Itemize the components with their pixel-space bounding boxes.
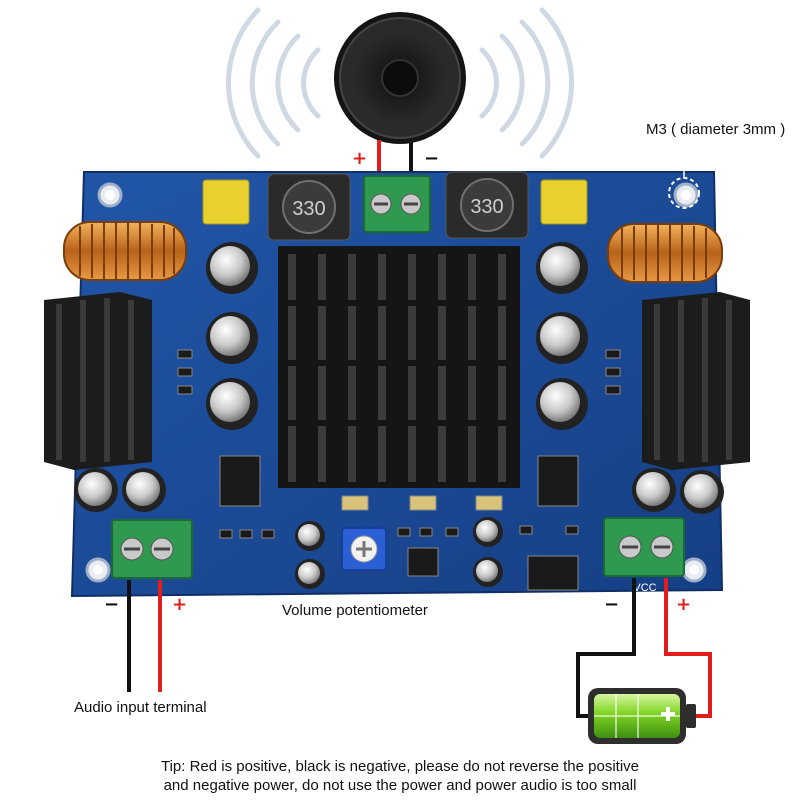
side-heatsink — [642, 292, 750, 470]
potentiometer-label: Volume potentiometer — [282, 602, 428, 619]
power-positive-wire — [664, 578, 712, 718]
toroid-coil — [607, 223, 723, 283]
tip-line-1: Tip: Red is positive, black is negative,… — [160, 758, 640, 775]
audio-minus-sign: − — [104, 594, 120, 615]
electrolytic-capacitor — [74, 242, 724, 589]
film-capacitor — [202, 179, 250, 225]
mount-hole-label: M3 ( diameter 3mm ) — [646, 121, 786, 138]
side-heatsink — [44, 292, 152, 470]
smd-components — [177, 349, 621, 591]
sound-waves-icon — [226, 7, 574, 159]
amplifier-board: 330 330 — [44, 171, 750, 598]
audio-input-label: Audio input terminal — [74, 699, 207, 716]
mount-hole-callout — [668, 140, 700, 209]
battery-icon — [588, 688, 696, 744]
power-terminal-block — [603, 517, 685, 577]
inductor-value-text: 330 — [470, 196, 503, 218]
tip-line-2: and negative power, do not use the power… — [163, 777, 637, 794]
power-minus-sign: − — [604, 594, 620, 615]
speaker-icon — [226, 7, 574, 159]
mounting-hole-icon — [85, 182, 707, 583]
power-plus-sign: + — [676, 594, 692, 615]
audio-plus-sign: + — [172, 594, 188, 615]
film-capacitor — [540, 179, 588, 225]
inductor: 330 — [267, 173, 351, 241]
power-negative-wire — [576, 578, 636, 718]
speaker-output-terminal — [363, 175, 431, 233]
power-terminal-silkscreen: VCC — [633, 582, 656, 594]
volume-potentiometer — [341, 527, 387, 571]
main-heatsink — [278, 246, 520, 488]
speaker-minus-sign: − — [424, 148, 440, 169]
toroid-coil — [63, 221, 187, 281]
inductor: 330 — [445, 171, 529, 239]
speaker-plus-sign: + — [352, 148, 368, 169]
audio-input-terminal-block — [111, 519, 193, 579]
inductor-value-text: 330 — [292, 198, 325, 220]
